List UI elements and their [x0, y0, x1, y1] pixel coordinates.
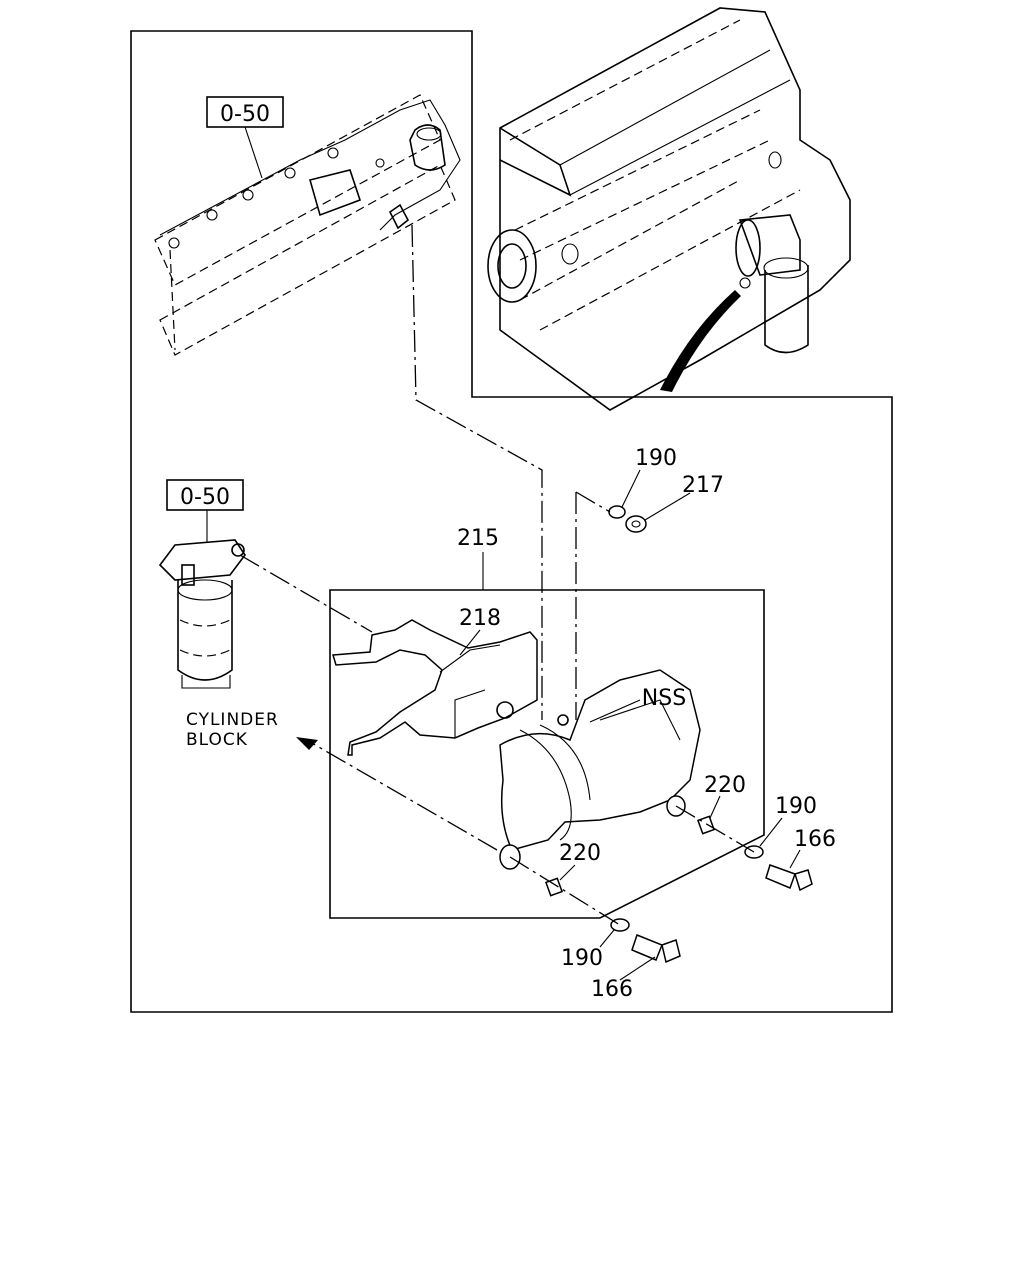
ref-label-upper: 0-50: [220, 102, 270, 127]
callout-220-lower: 220: [559, 841, 601, 866]
assembly-lines: [239, 224, 755, 926]
ref-box-lower: [166, 479, 244, 511]
callout-166-right: 166: [794, 827, 836, 852]
callout-220-right: 220: [704, 773, 746, 798]
leader-lines: [459, 469, 801, 981]
engine-overview-illustration: [487, 7, 851, 411]
ref-label-lower: 0-50: [180, 485, 230, 510]
diagram-frame: [130, 30, 893, 1013]
callout-218: 218: [459, 606, 501, 631]
hardware-upper: [608, 505, 647, 533]
callout-nss: NSS: [642, 686, 686, 711]
bracket-part: [499, 669, 701, 851]
sub-assembly-frame: [329, 589, 765, 919]
callout-190-right: 190: [775, 794, 817, 819]
heat-shield-part: [332, 619, 538, 756]
callout-215: 215: [457, 526, 499, 551]
hardware-right: [666, 795, 813, 892]
direction-arrow: [296, 737, 318, 750]
callout-190-lower: 190: [561, 946, 603, 971]
cylinder-head-illustration: [154, 94, 461, 356]
callout-217: 217: [682, 473, 724, 498]
callout-166-lower: 166: [591, 977, 633, 1002]
direction-label-line1: CYLINDER: [186, 710, 279, 730]
callout-190-upper: 190: [635, 446, 677, 471]
direction-label-line2: BLOCK: [186, 730, 248, 750]
fuel-filter-illustration: [158, 539, 246, 689]
